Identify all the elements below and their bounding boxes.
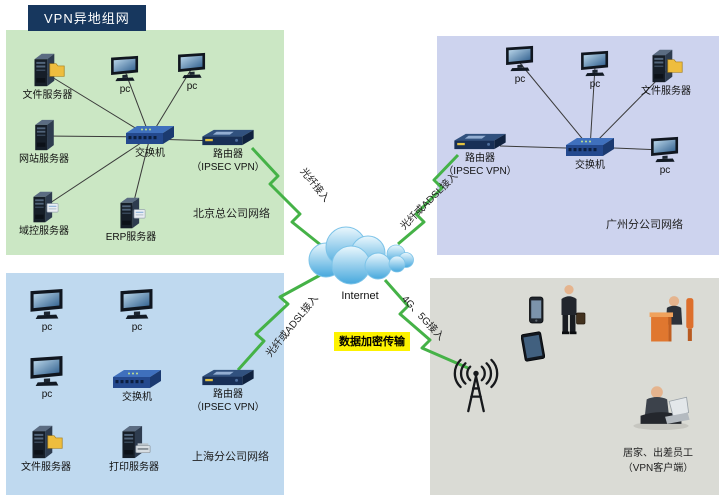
erp-server-icon: [116, 196, 147, 230]
router-label: 路由器: [213, 389, 243, 400]
guangzhou-router: 路由器 （IPSEC VPN）: [440, 132, 520, 178]
guangzhou-pc2: pc: [565, 50, 625, 92]
print-server-icon: [118, 424, 151, 460]
switch-label: 交换机: [122, 392, 152, 403]
domain-server-icon: [29, 190, 60, 224]
person-with-laptop-icon: [632, 385, 691, 430]
pc-icon: [178, 52, 206, 79]
pc-label: pc: [514, 74, 526, 85]
pc-label: pc: [659, 165, 671, 176]
beijing-panel-label: 北京总公司网络: [193, 208, 270, 220]
client-laptop-worker: [630, 384, 692, 430]
switch-label: 交换机: [575, 160, 605, 171]
green-link-shanghai: [236, 271, 325, 372]
beijing-erp-server: ERP服务器: [95, 196, 167, 245]
guangzhou-file-server: 文件服务器: [630, 48, 702, 99]
pc-icon: [581, 50, 609, 77]
file-server-label: 文件服务器: [641, 86, 691, 97]
person-at-desk-icon: [649, 296, 694, 342]
shanghai-file-server: 文件服务器: [10, 424, 82, 475]
guangzhou-pc3: pc: [635, 136, 695, 178]
internet-label: Internet: [341, 290, 379, 302]
smartphone-icon: [529, 296, 544, 324]
antenna-icon: [453, 358, 499, 413]
page-title: VPN异地组网: [28, 5, 146, 31]
beijing-router: 路由器 （IPSEC VPN）: [188, 128, 268, 174]
domain-server-label: 域控服务器: [19, 226, 69, 237]
clients-label-line1: 居家、出差员工: [623, 448, 693, 459]
pc-label: pc: [589, 79, 601, 90]
web-server-label: 网站服务器: [19, 154, 69, 165]
file-server-icon: [30, 52, 66, 88]
beijing-domain-server: 域控服务器: [8, 190, 80, 239]
beijing-pc1: pc: [95, 55, 155, 97]
beijing-file-server: 文件服务器: [10, 52, 85, 103]
router-sublabel: （IPSEC VPN）: [191, 401, 265, 413]
internet-cloud-icon: [308, 226, 414, 285]
clients-panel-label: 居家、出差员工 （VPN客户端）: [598, 444, 718, 474]
print-server-label: 打印服务器: [109, 462, 159, 473]
shanghai-panel-label: 上海分公司网络: [192, 451, 269, 463]
green-link-beijing: [250, 146, 323, 248]
shanghai-pc3: pc: [15, 355, 79, 402]
shanghai-router: 路由器 （IPSEC VPN）: [188, 368, 268, 414]
shanghai-switch: 交换机: [105, 368, 169, 405]
pc-icon: [30, 289, 63, 319]
web-server-icon: [34, 119, 54, 151]
router-sublabel: （IPSEC VPN）: [443, 165, 517, 177]
green-link-guangzhou: [397, 153, 460, 246]
switch-icon: [566, 138, 614, 156]
router-sublabel: （IPSEC VPN）: [191, 161, 265, 173]
shanghai-pc2: pc: [105, 288, 169, 335]
guangzhou-pc1: pc: [490, 45, 550, 87]
pc-icon: [111, 55, 139, 82]
router-icon: [454, 133, 506, 150]
tablet-icon: [521, 331, 545, 362]
beijing-pc2: pc: [162, 52, 222, 94]
mobile-antenna: [448, 356, 504, 416]
wan-links: [236, 146, 469, 372]
shanghai-print-server: 打印服务器: [98, 424, 170, 475]
file-server-icon: [28, 424, 64, 460]
pc-label: pc: [119, 84, 131, 95]
pc-label: pc: [41, 389, 53, 400]
beijing-web-server: 网站服务器: [8, 118, 80, 167]
businessman-icon: [561, 284, 586, 335]
pc-icon: [120, 289, 153, 319]
pc-label: pc: [41, 322, 53, 333]
router-icon: [202, 129, 254, 146]
clients-label-line2: （VPN客户端）: [622, 463, 694, 474]
pc-label: pc: [186, 81, 198, 92]
switch-icon: [126, 126, 174, 144]
pc-label: pc: [131, 322, 143, 333]
router-icon: [202, 369, 254, 386]
client-tablet: [521, 331, 545, 362]
switch-label: 交换机: [135, 148, 165, 159]
switch-icon: [113, 370, 161, 388]
client-businessman: [556, 284, 586, 335]
erp-server-label: ERP服务器: [105, 232, 157, 243]
client-phone: [528, 296, 545, 324]
guangzhou-panel-label: 广州分公司网络: [606, 219, 683, 231]
router-label: 路由器: [465, 153, 495, 164]
shanghai-pc1: pc: [15, 288, 79, 335]
encryption-highlight-label: 数据加密传输: [334, 332, 410, 351]
file-server-label: 文件服务器: [21, 462, 71, 473]
beijing-switch: 交换机: [118, 124, 182, 161]
pc-icon: [651, 136, 679, 163]
file-server-label: 文件服务器: [22, 90, 73, 101]
guangzhou-switch: 交换机: [558, 136, 622, 173]
client-home-worker: [648, 290, 696, 342]
pc-icon: [30, 356, 63, 386]
green-link-mobile: [383, 279, 469, 370]
router-label: 路由器: [213, 149, 243, 160]
file-server-icon: [648, 48, 684, 84]
pc-icon: [506, 45, 534, 72]
